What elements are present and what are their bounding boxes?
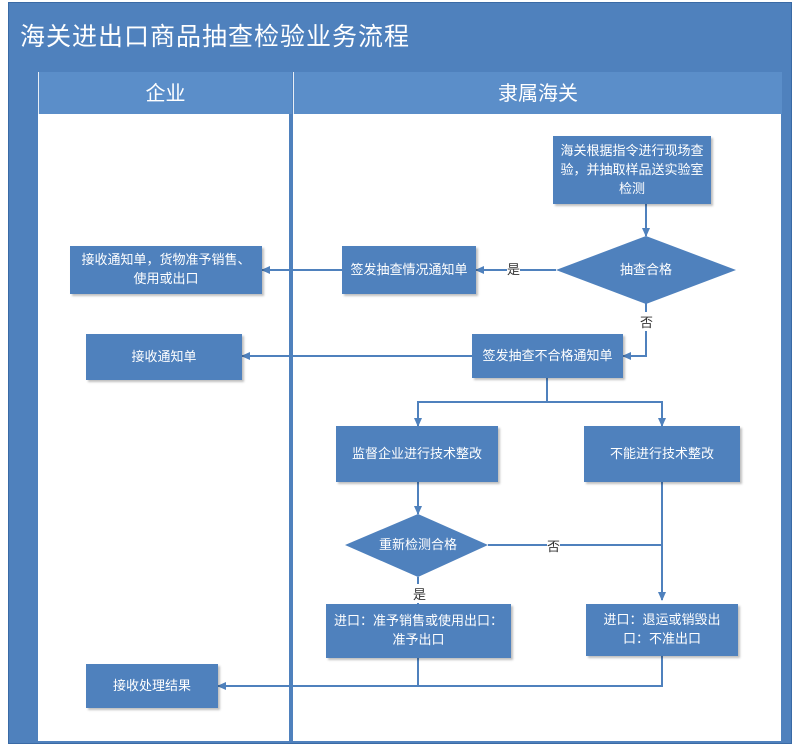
node-issue-fail-notice: 签发抽查不合格通知单 bbox=[472, 334, 623, 378]
decision-retest bbox=[345, 514, 488, 577]
edge-label-no-2: 否 bbox=[547, 536, 561, 555]
node-spot-check-pass: 抽查合格 bbox=[619, 262, 672, 278]
node-retest-pass: 重新检测合格 bbox=[378, 537, 457, 553]
edge-label-yes-1: 是 bbox=[507, 259, 521, 278]
decision-spot-check bbox=[556, 236, 736, 304]
diagram-title: 海关进出口商品抽查检验业务流程 bbox=[20, 22, 411, 51]
edge-split-right bbox=[547, 401, 666, 427]
edge-label-no-1: 否 bbox=[640, 312, 654, 331]
node-on-site-inspection: 海关根据指令进行现场查验，并抽取样品送实验室检测 bbox=[553, 136, 711, 204]
edge-label-yes-2: 是 bbox=[413, 584, 427, 603]
node-receive-result: 接收处理结果 bbox=[86, 664, 218, 708]
node-issue-pass-notice: 签发抽查情况通知单 bbox=[342, 246, 476, 294]
edge-fail-to-result bbox=[418, 656, 663, 687]
node-cannot-rectify: 不能进行技术整改 bbox=[584, 426, 740, 482]
lane-header-enterprise: 企业 bbox=[38, 72, 292, 114]
lane-header-customs: 隶属海关 bbox=[293, 72, 782, 114]
node-result-fail: 进口：退运或销毁出口：不准出口 bbox=[586, 604, 738, 656]
node-receive-notice: 接收通知单 bbox=[86, 334, 242, 380]
lane-enterprise bbox=[38, 114, 289, 741]
node-receive-notice-pass: 接收通知单，货物准予销售、使用或出口 bbox=[70, 246, 262, 294]
edge-split bbox=[414, 378, 548, 427]
edge-pass-to-result bbox=[217, 658, 419, 690]
node-result-pass: 进口：准予销售或使用出口：准予出口 bbox=[326, 604, 511, 658]
node-supervise-rectify: 监督企业进行技术整改 bbox=[336, 426, 498, 482]
